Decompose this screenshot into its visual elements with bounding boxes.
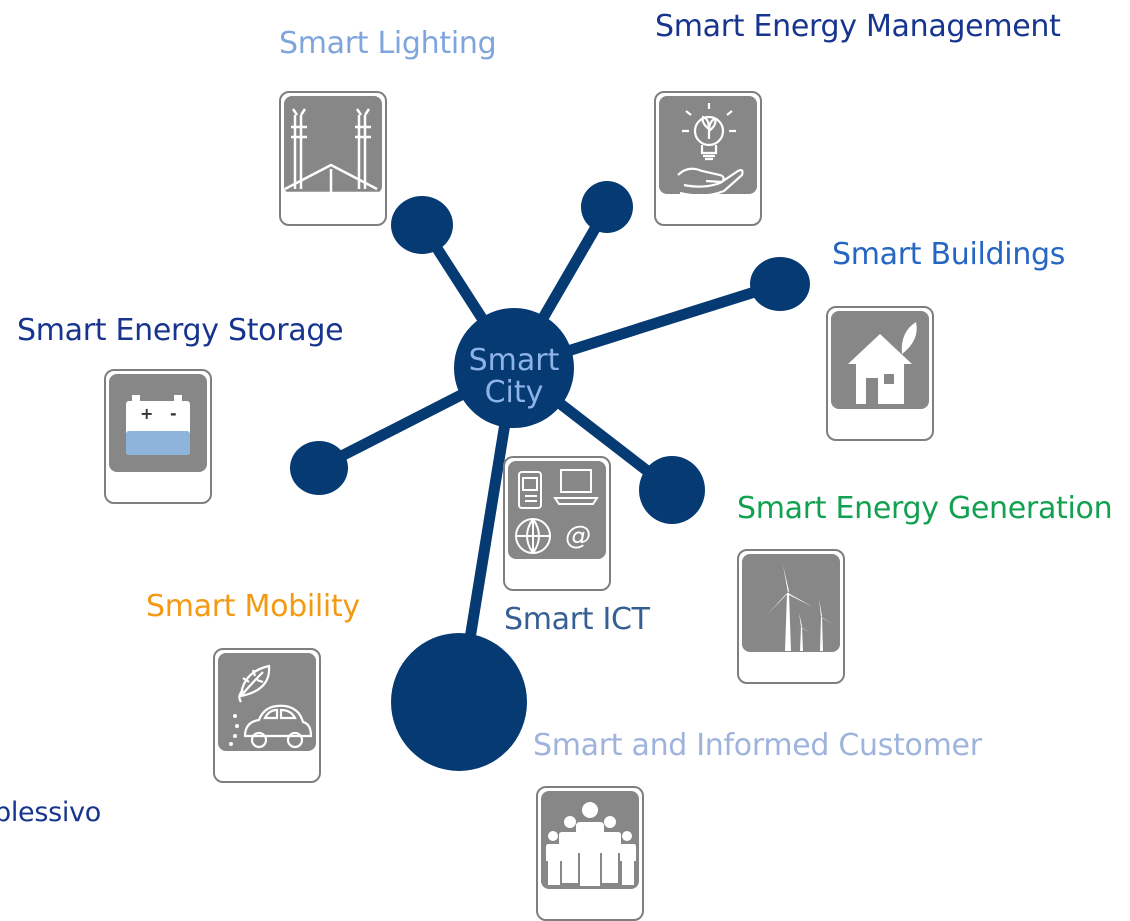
street-light-icon bbox=[284, 108, 381, 195]
node-generation bbox=[639, 456, 705, 524]
lightbulb-hand-icon bbox=[677, 103, 744, 197]
battery-minus-sign: - bbox=[170, 404, 177, 423]
smart-lighting-card bbox=[279, 91, 387, 226]
hub-label: Smart City bbox=[455, 345, 573, 409]
at-sign: @ bbox=[565, 521, 591, 551]
node-energy-management bbox=[581, 181, 633, 233]
label-smart-energy-management: Smart Energy Management bbox=[655, 9, 1061, 44]
node-lighting bbox=[391, 196, 453, 254]
hub-circle bbox=[454, 308, 574, 428]
label-smart-energy-storage: Smart Energy Storage bbox=[17, 313, 344, 348]
eco-house-icon bbox=[848, 322, 917, 404]
smart-energy-storage-card: + - bbox=[104, 369, 212, 504]
people-group-icon bbox=[546, 802, 636, 886]
smart-mobility-card bbox=[213, 648, 321, 783]
wind-turbine-icon bbox=[767, 565, 835, 651]
smart-buildings-card bbox=[826, 306, 934, 441]
hub-label-line1: Smart bbox=[468, 343, 560, 378]
hub-label-line2: City bbox=[484, 375, 544, 410]
node-customer bbox=[391, 633, 527, 771]
label-smart-ict: Smart ICT bbox=[504, 602, 650, 637]
label-smart-buildings: Smart Buildings bbox=[832, 237, 1066, 272]
battery-icon: + - bbox=[126, 395, 190, 455]
battery-plus-sign: + bbox=[140, 404, 153, 423]
node-buildings bbox=[750, 257, 810, 311]
label-smart-energy-generation: Smart Energy Generation bbox=[737, 491, 1113, 526]
label-cut-text: plessivo bbox=[0, 797, 101, 828]
smart-energy-management-card bbox=[654, 91, 762, 226]
node-storage bbox=[290, 441, 348, 495]
smart-energy-generation-card bbox=[737, 549, 845, 684]
smart-ict-card: @ bbox=[503, 456, 611, 591]
label-smart-mobility: Smart Mobility bbox=[146, 589, 360, 624]
label-smart-lighting: Smart Lighting bbox=[279, 26, 497, 61]
eco-car-icon bbox=[229, 664, 313, 749]
smart-customer-card bbox=[536, 786, 644, 921]
label-smart-informed-customer: Smart and Informed Customer bbox=[533, 728, 982, 763]
devices-icon: @ bbox=[515, 469, 599, 554]
